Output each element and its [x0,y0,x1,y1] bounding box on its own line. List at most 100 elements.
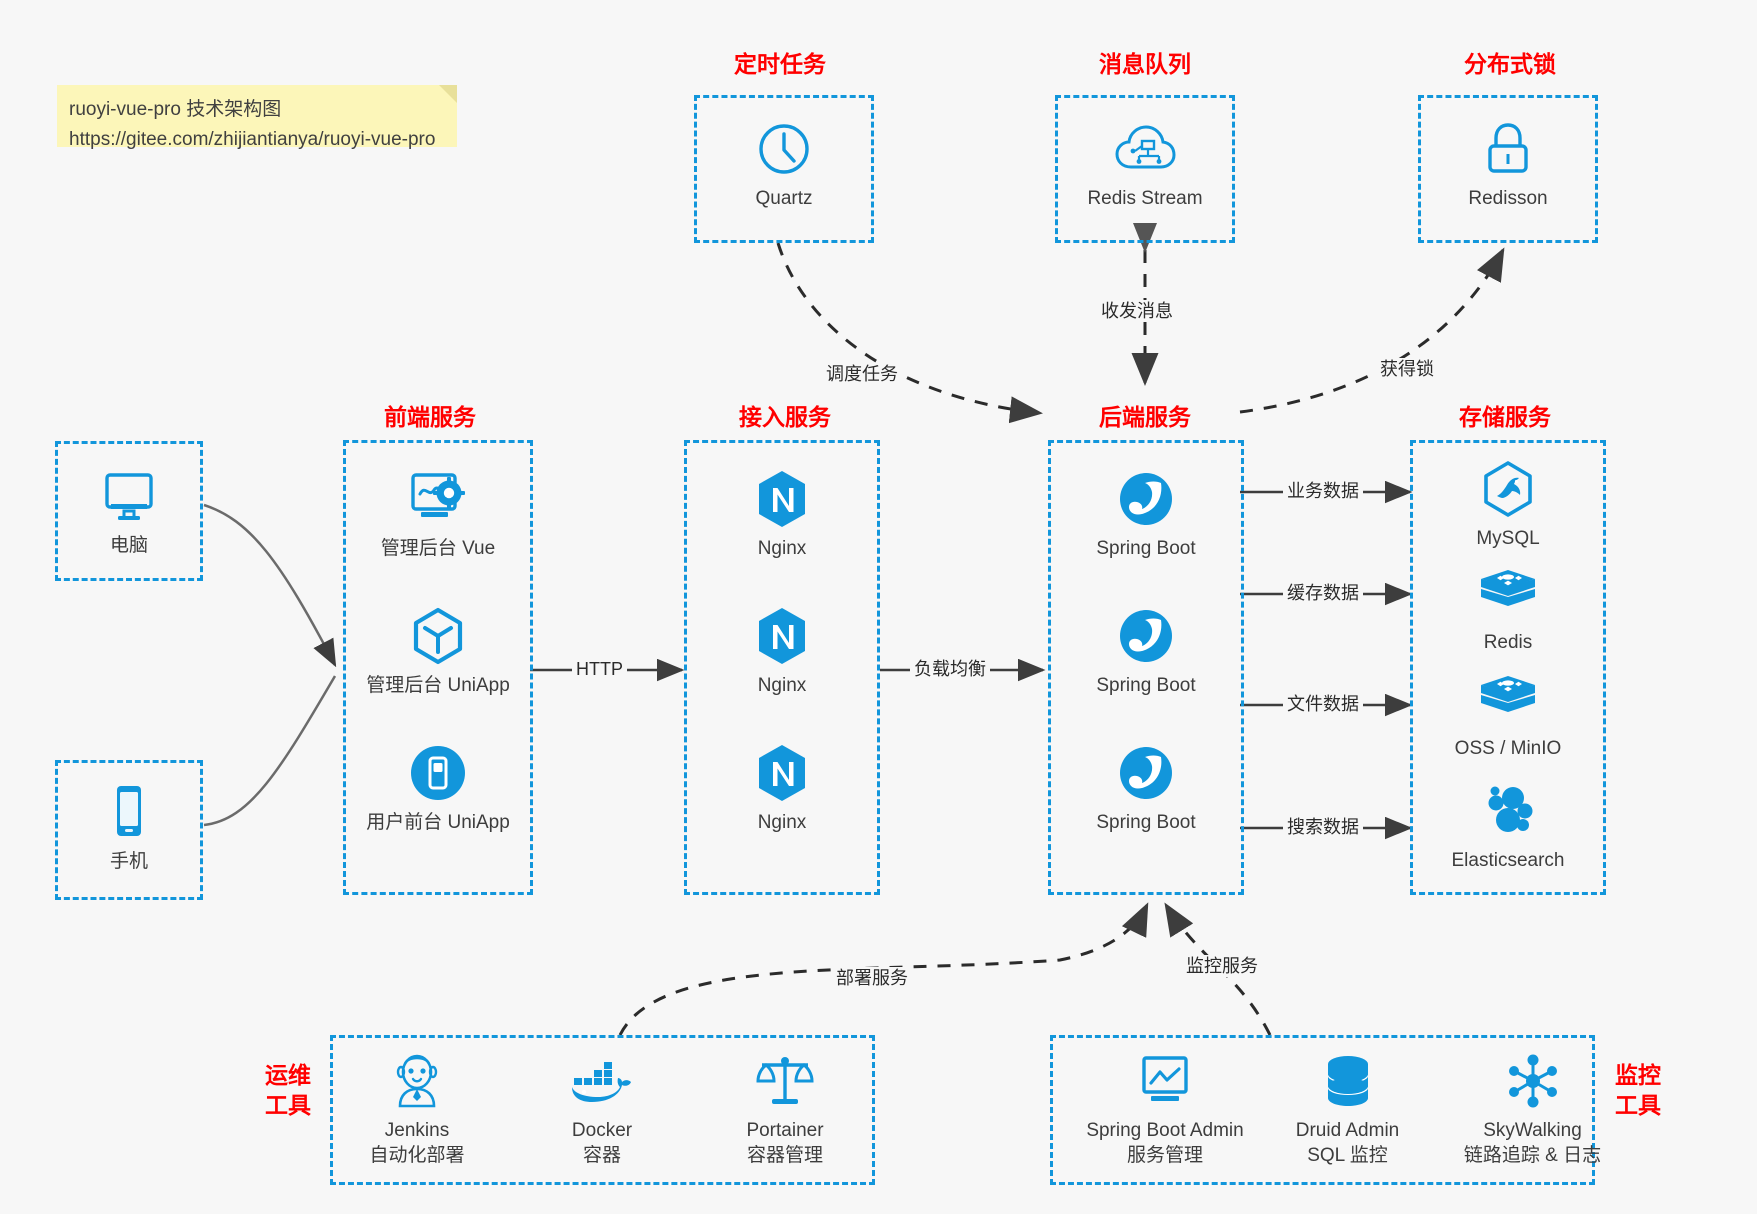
node-label: Docker [571,1120,633,1141]
mysql-icon [1428,458,1588,520]
group-box-frontend [343,440,533,895]
node-label: Spring Boot [1096,675,1196,696]
note-line-1: ruoyi-vue-pro 技术架构图 [69,99,282,120]
group-box-gateway [684,440,880,895]
group-box-backend [1048,440,1244,895]
edge-label-load-balance: 负载均衡 [910,658,990,680]
group-box-client-mobile [55,760,203,900]
group-title-scheduler: 定时任务 [734,51,826,77]
portainer-scales-icon [705,1050,865,1112]
node-redisson[interactable]: Redisson [1428,118,1588,211]
node-desktop[interactable]: 电脑 [49,465,209,558]
node-redis-stream[interactable]: Redis Stream [1065,118,1225,211]
node-label: Quartz [755,188,813,209]
group-box-storage [1410,440,1606,895]
node-skywalking[interactable]: SkyWalking 链路追踪 & 日志 [1440,1050,1625,1168]
node-admin-uniapp[interactable]: 管理后台 UniApp [358,605,518,698]
node-mobile[interactable]: 手机 [49,781,209,874]
node-label: Nginx [757,538,807,559]
node-label: 用户前台 UniApp [366,812,510,833]
group-box-mq [1055,95,1235,243]
node-label: MySQL [1476,528,1540,549]
monitor-chart-icon [1070,1050,1260,1112]
group-title-monitor-line1: 监控 [1615,1062,1661,1088]
redis-icon [1428,562,1588,624]
jenkins-icon [337,1050,497,1112]
node-spring-boot-3[interactable]: Spring Boot [1066,742,1226,835]
node-label: Redis Stream [1087,188,1203,209]
node-druid-admin[interactable]: Druid Admin SQL 监控 [1265,1050,1430,1168]
node-label: Redisson [1468,188,1548,209]
node-label: SkyWalking [1483,1120,1582,1141]
diagram-note: ruoyi-vue-pro 技术架构图 https://gitee.com/zh… [57,85,457,150]
edge-label-deploy-service: 部署服务 [832,967,912,989]
group-box-lock [1418,95,1598,243]
node-sublabel: 容器管理 [746,1145,823,1166]
nginx-icon [702,468,862,530]
node-spring-boot-2[interactable]: Spring Boot [1066,605,1226,698]
elasticsearch-icon [1428,780,1588,842]
group-title-backend: 后端服务 [1099,404,1191,430]
note-line-2: https://gitee.com/zhijiantianya/ruoyi-vu… [69,129,436,150]
mobile-icon [49,781,209,843]
group-title-frontend: 前端服务 [384,404,476,430]
nginx-icon [702,605,862,667]
node-label: Nginx [757,812,807,833]
node-nginx-1[interactable]: Nginx [702,468,862,561]
node-docker[interactable]: Docker 容器 [522,1050,682,1168]
node-label: 管理后台 UniApp [366,675,510,696]
node-jenkins[interactable]: Jenkins 自动化部署 [337,1050,497,1168]
lock-icon [1428,118,1588,180]
edge-label-acquire-lock: 获得锁 [1376,358,1438,380]
spring-boot-icon [1066,605,1226,667]
spring-boot-icon [1066,742,1226,804]
group-title-devops-line2: 工具 [265,1092,311,1118]
node-label: 电脑 [109,535,148,556]
mobile-filled-icon [358,742,518,804]
node-mysql[interactable]: MySQL [1428,458,1588,551]
node-label: OSS / MinIO [1454,738,1562,759]
node-redis[interactable]: Redis [1428,562,1588,655]
node-quartz[interactable]: Quartz [704,118,864,211]
group-title-monitor: 监控 工具 [1608,1060,1668,1120]
clock-icon [704,118,864,180]
node-label: Portainer [746,1120,824,1141]
database-icon [1265,1050,1430,1112]
node-oss-minio[interactable]: OSS / MinIO [1428,668,1588,761]
edge-label-monitor-service: 监控服务 [1182,955,1262,977]
node-sublabel: 容器 [582,1145,621,1166]
node-label: Spring Boot [1096,538,1196,559]
edge-label-search-data: 搜索数据 [1283,816,1363,838]
group-title-lock: 分布式锁 [1464,51,1556,77]
node-nginx-2[interactable]: Nginx [702,605,862,698]
node-user-uniapp[interactable]: 用户前台 UniApp [358,742,518,835]
node-spring-boot-1[interactable]: Spring Boot [1066,468,1226,561]
group-box-scheduler [694,95,874,243]
group-box-client-desktop [55,441,203,581]
nginx-icon [702,742,862,804]
note-fold-corner [439,85,457,103]
node-label: Spring Boot Admin [1086,1120,1244,1141]
node-admin-vue[interactable]: 管理后台 Vue [358,468,518,561]
node-label: 管理后台 Vue [380,538,496,559]
group-title-devops-line1: 运维 [265,1062,311,1088]
group-title-monitor-line2: 工具 [1615,1092,1661,1118]
edge-label-business-data: 业务数据 [1283,480,1363,502]
edge-label-send-receive-message: 收发消息 [1097,300,1177,322]
hexagon-cube-icon [358,605,518,667]
node-label: Nginx [757,675,807,696]
node-nginx-3[interactable]: Nginx [702,742,862,835]
node-label: 手机 [109,851,148,872]
node-portainer[interactable]: Portainer 容器管理 [705,1050,865,1168]
monitor-gear-icon [358,468,518,530]
group-box-devops [330,1035,875,1185]
docker-icon [522,1050,682,1112]
node-spring-boot-admin[interactable]: Spring Boot Admin 服务管理 [1070,1050,1260,1168]
desktop-icon [49,465,209,527]
minio-icon [1428,668,1588,730]
node-sublabel: 链路追踪 & 日志 [1463,1145,1602,1166]
node-elasticsearch[interactable]: Elasticsearch [1428,780,1588,873]
node-label: Redis [1483,632,1533,653]
skywalking-icon [1440,1050,1625,1112]
group-box-monitor [1050,1035,1595,1185]
